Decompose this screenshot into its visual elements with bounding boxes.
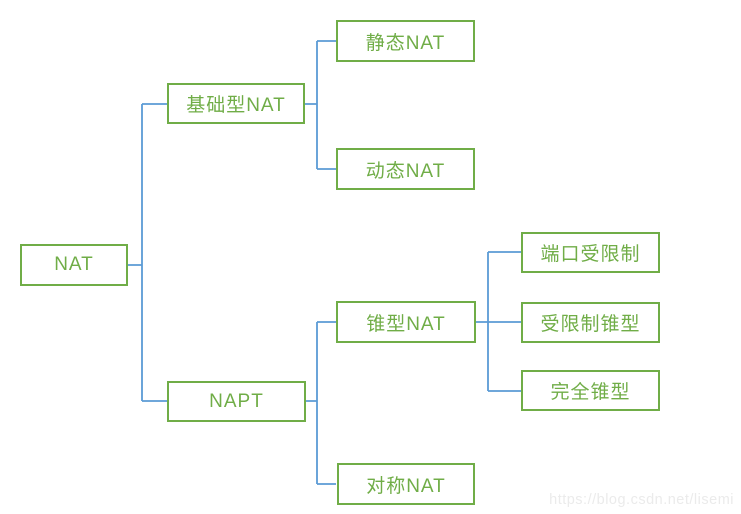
connector-nat-to-level1 [128,103,167,402]
node-nat: NAT [20,244,128,286]
watermark-url: https://blog.csdn.net/lisemi [549,492,734,508]
node-dynamic-nat: 动态NAT [336,148,475,190]
node-symmetric-nat: 对称NAT [337,463,475,505]
node-cone-nat: 锥型NAT [336,301,476,343]
node-restricted-cone: 受限制锥型 [521,302,660,343]
connector-napt-to-children [306,321,336,485]
node-port-restricted: 端口受限制 [521,232,660,273]
connector-cone-nat-to-children [476,251,521,392]
node-static-nat: 静态NAT [336,20,475,62]
connector-basic-nat-to-children [305,40,336,170]
node-basic-nat: 基础型NAT [167,83,305,124]
node-full-cone: 完全锥型 [521,370,660,411]
node-napt: NAPT [167,381,306,422]
